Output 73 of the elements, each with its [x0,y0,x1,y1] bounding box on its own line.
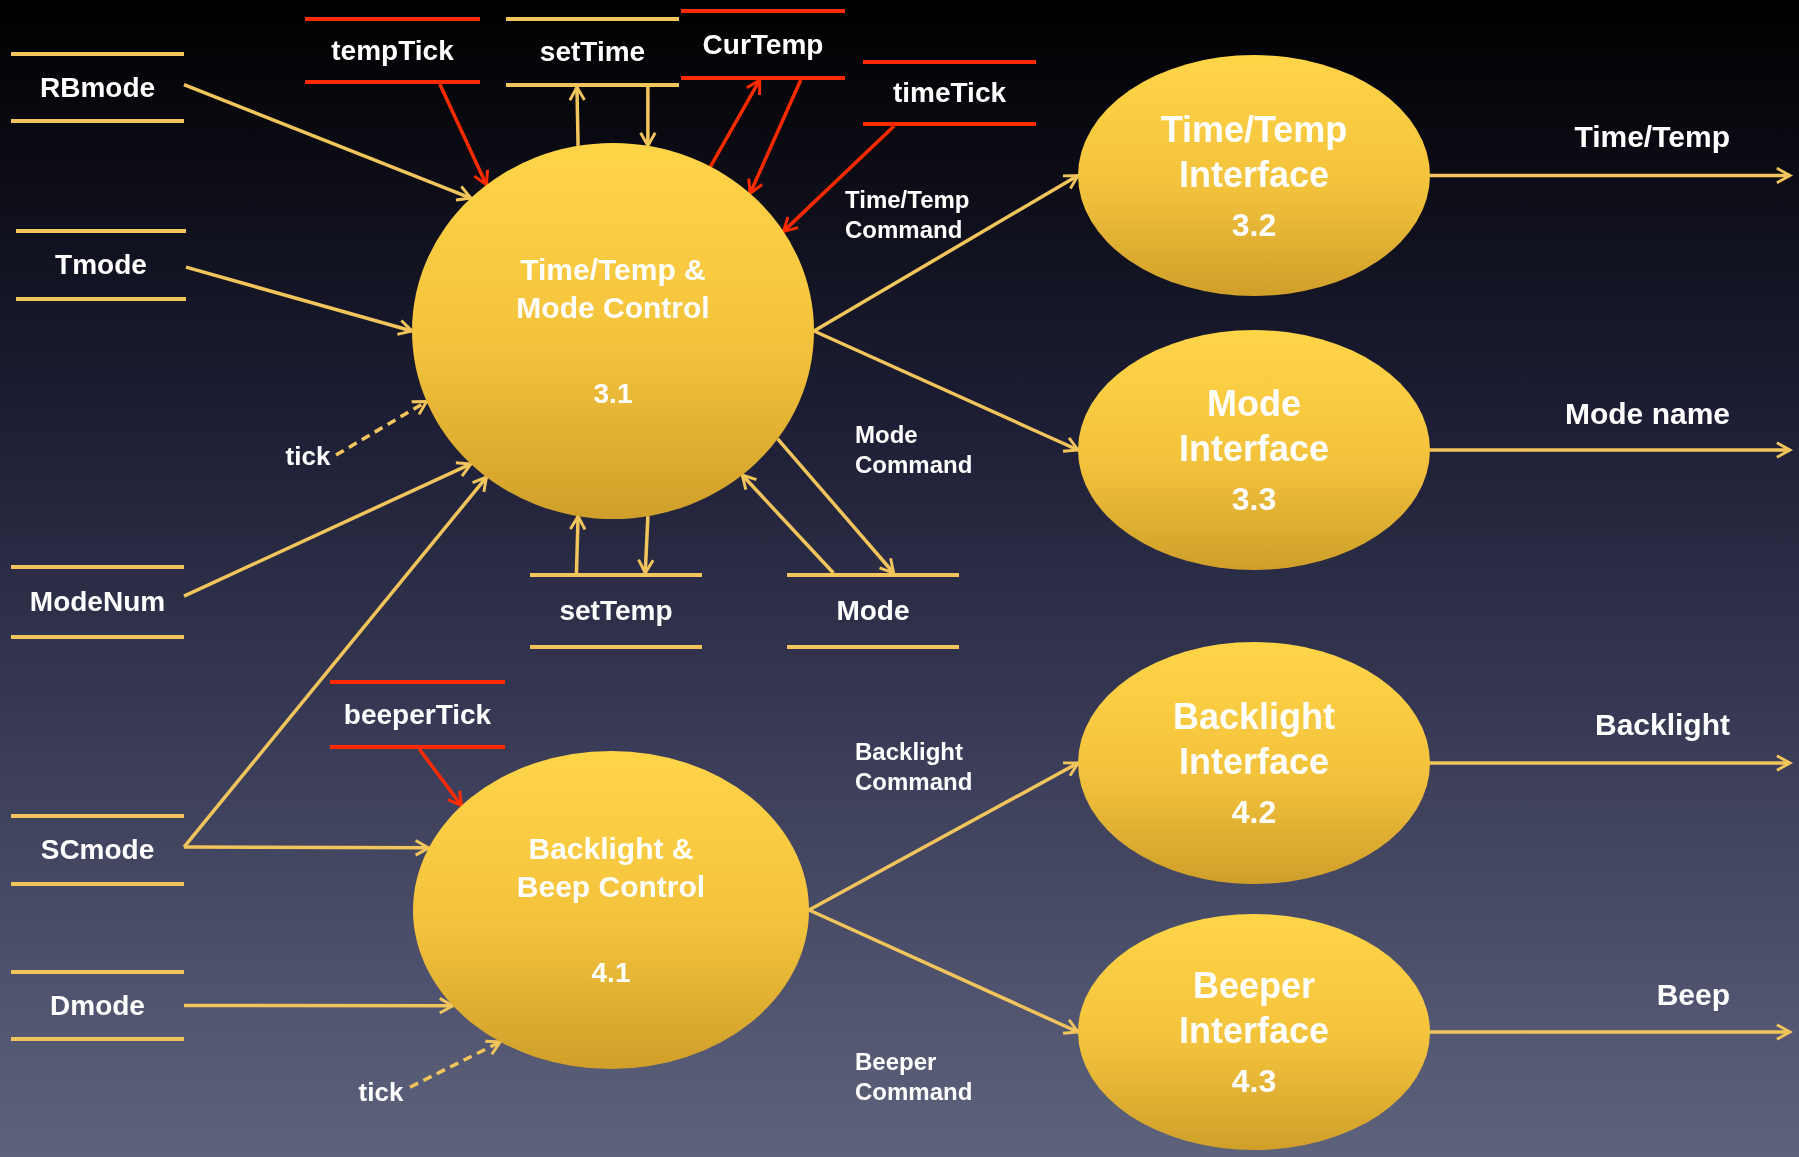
data-store [506,17,679,87]
arrow [183,461,473,598]
arrow [568,85,586,146]
arrow [1430,754,1792,772]
store-label: setTime [539,35,646,69]
flow-label: tick [285,439,331,473]
store-label: Dmode [50,988,145,1023]
store-label: CurTemp [702,27,824,62]
store-label: Mode [836,594,910,628]
dashed-arrow [335,399,429,457]
arrow [185,265,414,336]
arrow [639,87,657,148]
edge-label: Mode name [1563,396,1730,432]
store-label: ModeNum [29,585,166,619]
arrow [776,437,896,575]
arrow [813,174,1080,333]
process-number: 3.1 [593,377,633,411]
data-store [11,814,184,886]
process-number: 3.2 [1231,205,1277,245]
process-number: 3.3 [1231,480,1277,519]
store-label: SCmode [40,833,155,867]
arrow [747,79,803,195]
flow-label: tick [358,1075,404,1109]
arrow [808,908,1080,1035]
process-name: Mode Interface [1177,382,1331,471]
store-label: tempTick [331,33,454,68]
arrow [782,124,896,233]
arrow [740,473,835,575]
arrow [417,747,464,808]
arrow [1430,1023,1792,1041]
data-store [11,970,184,1041]
process-number: 4.2 [1231,793,1277,832]
arrow [808,761,1080,912]
process-name: Beeper Interface [1177,964,1331,1053]
store-label: beeperTick [343,697,492,732]
process-name: Time/Temp & Mode Control [515,252,711,326]
edge-label: Mode Command [855,420,974,480]
process-name: Backlight & Beep Control [515,831,707,905]
data-store [330,680,505,749]
data-store [305,17,480,84]
arrow [182,475,488,849]
edge-label: Beep [1655,977,1730,1013]
dashed-arrow [409,1039,502,1089]
data-store [681,9,845,80]
edge-label: Time/Temp [1573,119,1730,155]
process-name: Backlight Interface [1171,695,1336,784]
data-store [787,573,959,649]
arrow [184,996,455,1015]
store-label: Tmode [55,248,147,282]
data-store [863,60,1036,126]
arrow [637,516,655,575]
arrow [183,83,473,202]
edge-label: Time/Temp Command [845,185,971,245]
arrow [438,83,490,187]
store-label: setTemp [559,594,673,628]
arrow [813,329,1080,453]
arrow [708,78,762,168]
edge-label: Beeper Command [855,1047,974,1107]
process-number: 4.1 [591,956,631,990]
process-name: Time/Temp Interface [1159,107,1349,197]
store-label: timeTick [892,76,1007,110]
edge-label: Backlight Command [855,737,974,797]
arrow [1430,166,1792,185]
data-store [530,573,702,649]
process-number: 4.3 [1231,1062,1277,1101]
arrow [568,514,587,574]
data-store [11,52,184,123]
data-store [11,565,184,639]
data-store [16,229,186,301]
arrow [184,839,431,857]
edge-label: Backlight [1593,707,1730,743]
store-label: RBmode [39,70,156,105]
arrow [1430,441,1792,459]
